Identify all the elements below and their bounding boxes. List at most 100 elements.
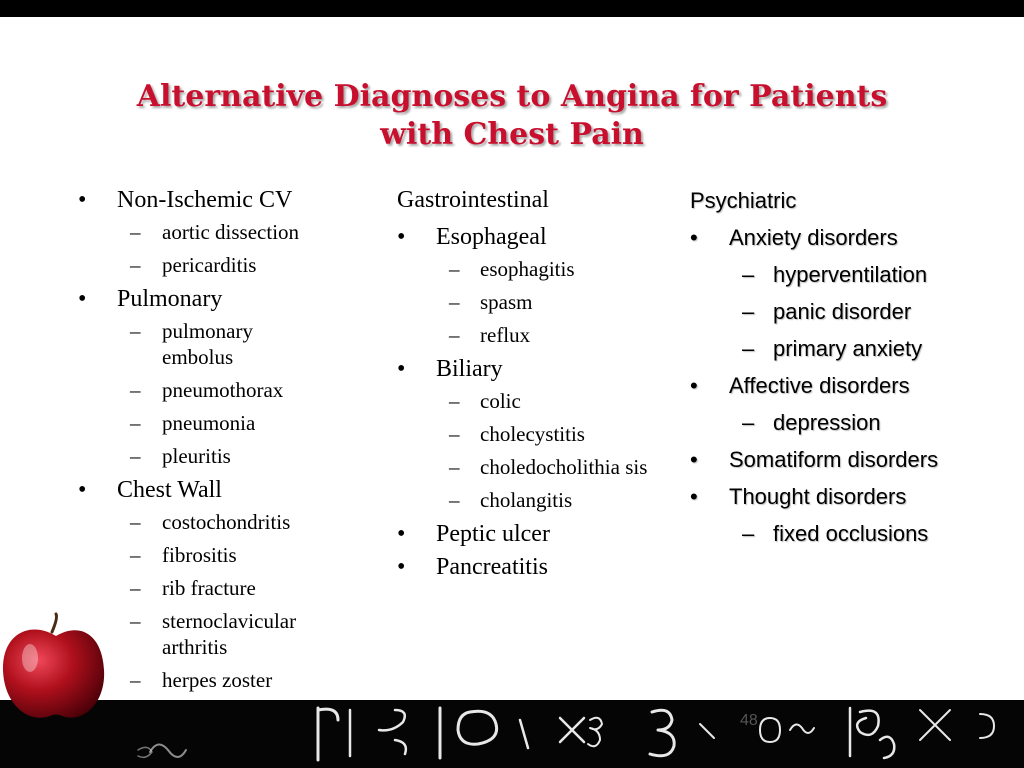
bullet-icon: • [397, 356, 406, 382]
apple-icon [2, 612, 105, 718]
sub-list-item: – fibrositis [78, 542, 368, 568]
bullet-icon: • [397, 224, 406, 250]
column-header: Psychiatric [690, 188, 797, 213]
sub-list-item-label: rib fracture [162, 576, 256, 600]
sub-list-item: – herpes zoster [78, 667, 368, 693]
sub-list-item-label: spasm [480, 290, 533, 314]
list-item: • Pancreatitis [397, 553, 677, 581]
column-psychiatric: Psychiatric • Anxiety disorders – hyperv… [690, 183, 1010, 557]
bullet-icon: • [397, 554, 406, 580]
bullet-icon: • [690, 447, 698, 472]
sub-list-item: – reflux [397, 322, 677, 348]
sub-list-item: – pericarditis [78, 252, 368, 278]
dash-icon: – [130, 510, 141, 534]
bullet-icon: • [690, 484, 698, 509]
sub-list-item: – spasm [397, 289, 677, 315]
list-item: • Pulmonary [78, 285, 368, 313]
sub-list-item: – depression [690, 409, 1010, 437]
bullet-icon: • [78, 477, 87, 503]
bullet-icon: • [690, 225, 698, 250]
dash-icon: – [742, 521, 755, 546]
dash-icon: – [449, 488, 460, 512]
list-item-label: Pancreatitis [436, 554, 548, 580]
sub-list-item-label: depression [773, 410, 881, 435]
dash-icon: – [449, 455, 460, 479]
dash-icon: – [449, 290, 460, 314]
column-header: Gastrointestinal [397, 187, 549, 213]
sub-list-item-label: choledocholithia sis [480, 455, 648, 479]
top-bar [0, 0, 1024, 17]
sub-list-item-label: cholangitis [480, 488, 573, 512]
bullet-icon: • [78, 187, 87, 213]
dash-icon: – [130, 319, 141, 343]
dash-icon: – [449, 257, 460, 281]
dash-icon: – [130, 543, 141, 567]
dash-icon: – [449, 389, 460, 413]
sub-list-item: – panic disorder [690, 298, 1010, 326]
dash-icon: – [130, 576, 141, 600]
sub-list-item: – sternoclavicular arthritis [78, 608, 368, 660]
sub-list-item-label: panic disorder [773, 299, 912, 324]
sub-list-item-label: pneumonia [162, 411, 256, 435]
sub-list-item-label: cholecystitis [480, 422, 585, 446]
column-gastrointestinal: Gastrointestinal • Esophageal – esophagi… [397, 183, 677, 586]
list-item: • Peptic ulcer [397, 520, 677, 548]
list-item-label: Peptic ulcer [436, 521, 550, 547]
sub-list-item-label: costochondritis [162, 510, 291, 534]
dash-icon: – [742, 410, 755, 435]
sub-list-item: – aortic dissection [78, 219, 368, 245]
slide-title: Alternative Diagnoses to Angina for Pati… [0, 78, 1024, 154]
sub-list-item-label: reflux [480, 323, 531, 347]
column-cardiovascular-pulmonary-chest-wall: • Non-Ischemic CV – aortic dissection – … [78, 183, 368, 700]
dash-icon: – [130, 609, 141, 633]
sub-list-item-label: esophagitis [480, 257, 575, 281]
dash-icon: – [130, 253, 141, 277]
sub-list-item-label: pneumothorax [162, 378, 284, 402]
bullet-icon: • [78, 286, 87, 312]
sub-list-item-label: herpes zoster [162, 668, 273, 692]
dash-icon: – [130, 411, 141, 435]
dash-icon: – [742, 336, 755, 361]
dash-icon: – [130, 668, 141, 692]
dash-icon: – [130, 220, 141, 244]
sub-list-item: – choledocholithia sis [397, 454, 677, 480]
bullet-icon: • [397, 521, 406, 547]
list-item-label: Non-Ischemic CV [117, 187, 293, 213]
slide-title-line-2: with Chest Pain [380, 117, 644, 152]
sub-list-item-label: hyperventilation [773, 262, 928, 287]
slide-title-line-1: Alternative Diagnoses to Angina for Pati… [136, 79, 888, 114]
sub-list-item-label: pleuritis [162, 444, 231, 468]
sub-list-item-label: colic [480, 389, 521, 413]
sub-list-item-label: primary anxiety [773, 336, 923, 361]
list-item: • Affective disorders [690, 372, 1010, 400]
sub-list-item: – pulmonary embolus [78, 318, 368, 370]
sub-list-item-label: pericarditis [162, 253, 257, 277]
list-item-label: Esophageal [436, 224, 547, 250]
sub-list-item-label: sternoclavicular arthritis [162, 609, 297, 659]
list-item-label: Anxiety disorders [729, 225, 898, 250]
dash-icon: – [449, 323, 460, 347]
list-item-label: Affective disorders [729, 373, 910, 398]
sub-list-item-label: aortic dissection [162, 220, 300, 244]
dash-icon: – [130, 444, 141, 468]
sub-list-item-label: fibrositis [162, 543, 237, 567]
sub-list-item: – pleuritis [78, 443, 368, 469]
sub-list-item: – hyperventilation [690, 261, 1010, 289]
list-item: • Esophageal [397, 223, 677, 251]
sub-list-item: – fixed occlusions [690, 520, 1010, 548]
chalkboard-band [0, 700, 1024, 768]
chalk-math-icon [137, 706, 995, 762]
sub-list-item: – esophagitis [397, 256, 677, 282]
sub-list-item: – pneumonia [78, 410, 368, 436]
dash-icon: – [130, 378, 141, 402]
page-number: 48 [740, 712, 758, 729]
list-item-label: Pulmonary [117, 286, 223, 312]
sub-list-item-label: fixed occlusions [773, 521, 929, 546]
list-item: • Biliary [397, 355, 677, 383]
sub-list-item: – colic [397, 388, 677, 414]
dash-icon: – [742, 262, 755, 287]
list-item: • Anxiety disorders [690, 224, 1010, 252]
list-item: • Somatiform disorders [690, 446, 1010, 474]
sub-list-item: – costochondritis [78, 509, 368, 535]
list-item-label: Chest Wall [117, 477, 222, 503]
